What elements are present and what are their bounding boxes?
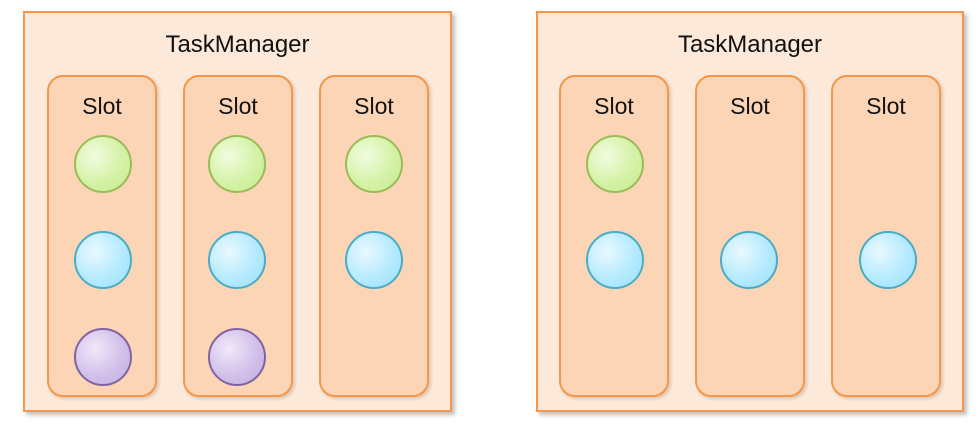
slot-label: Slot (730, 93, 770, 119)
slot-label: Slot (354, 93, 394, 119)
blue-task-circle (345, 231, 403, 289)
blue-task-circle (720, 231, 778, 289)
purple-task-circle (208, 328, 266, 386)
slot-label: Slot (218, 93, 258, 119)
slot-label: Slot (866, 93, 906, 119)
taskmanager-box-1: TaskManager Slot Slot Slot (23, 11, 452, 412)
slot: Slot (183, 75, 293, 397)
green-task-circle (345, 135, 403, 193)
slot: Slot (831, 75, 941, 397)
green-task-circle (586, 135, 644, 193)
slot: Slot (47, 75, 157, 397)
blue-task-circle (859, 231, 917, 289)
slot-label: Slot (82, 93, 122, 119)
taskmanager-title: TaskManager (165, 31, 310, 58)
taskmanager-box-2: TaskManager Slot Slot Slot (536, 11, 964, 412)
slot-label: Slot (594, 93, 634, 119)
green-task-circle (208, 135, 266, 193)
blue-task-circle (208, 231, 266, 289)
slot: Slot (319, 75, 429, 397)
slot: Slot (695, 75, 805, 397)
slot: Slot (559, 75, 669, 397)
taskmanager-title: TaskManager (677, 31, 823, 58)
blue-task-circle (74, 231, 132, 289)
purple-task-circle (74, 328, 132, 386)
blue-task-circle (586, 231, 644, 289)
green-task-circle (74, 135, 132, 193)
